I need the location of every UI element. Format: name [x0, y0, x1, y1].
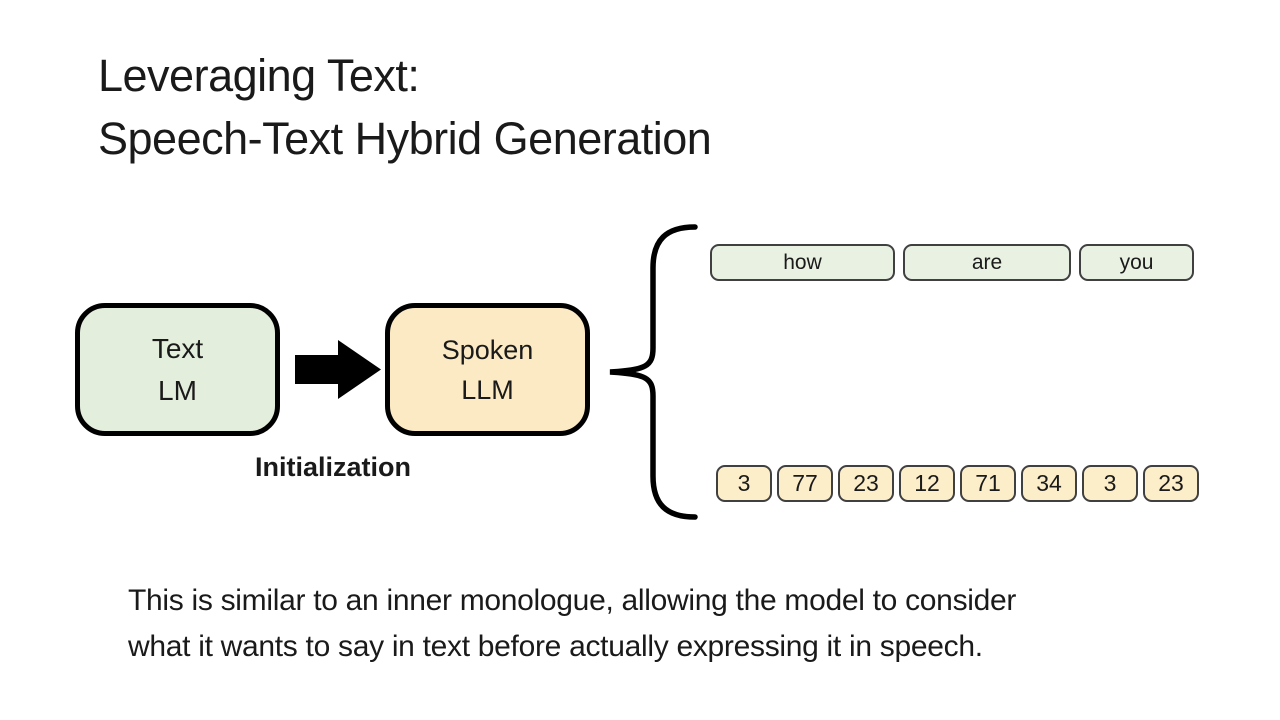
speech-token: 12 — [899, 465, 955, 502]
spoken-llm-box: Spoken LLM — [385, 303, 590, 436]
slide-title: Leveraging Text: Speech-Text Hybrid Gene… — [98, 44, 712, 170]
speech-token: 3 — [716, 465, 772, 502]
text-lm-label-line2: LM — [158, 374, 197, 406]
text-token-row: how are you — [710, 244, 1194, 281]
spoken-llm-label-line2: LLM — [461, 374, 514, 405]
speech-token: 23 — [838, 465, 894, 502]
speech-token: 71 — [960, 465, 1016, 502]
initialization-label: Initialization — [254, 452, 411, 482]
speech-token: 34 — [1021, 465, 1077, 502]
slide-caption: This is similar to an inner monologue, a… — [128, 578, 1016, 670]
speech-token-row: 3 77 23 12 71 34 3 23 — [716, 465, 1199, 502]
slide-caption-line2: what it wants to say in text before actu… — [128, 630, 983, 663]
speech-token: 3 — [1082, 465, 1138, 502]
initialization-arrow-icon — [295, 340, 381, 399]
text-token: how — [710, 244, 895, 281]
slide-title-line1: Leveraging Text: — [98, 50, 420, 101]
text-lm-label-line1: Text — [151, 332, 204, 364]
text-lm-box: Text LM — [75, 303, 280, 436]
text-token: you — [1079, 244, 1194, 281]
text-token: are — [903, 244, 1071, 281]
speech-token: 77 — [777, 465, 833, 502]
speech-token: 23 — [1143, 465, 1199, 502]
spoken-llm-label-line1: Spoken — [441, 334, 534, 365]
slide-caption-line1: This is similar to an inner monologue, a… — [128, 584, 1017, 617]
slide-title-line2: Speech-Text Hybrid Generation — [98, 113, 712, 164]
curly-brace-icon — [609, 224, 698, 520]
